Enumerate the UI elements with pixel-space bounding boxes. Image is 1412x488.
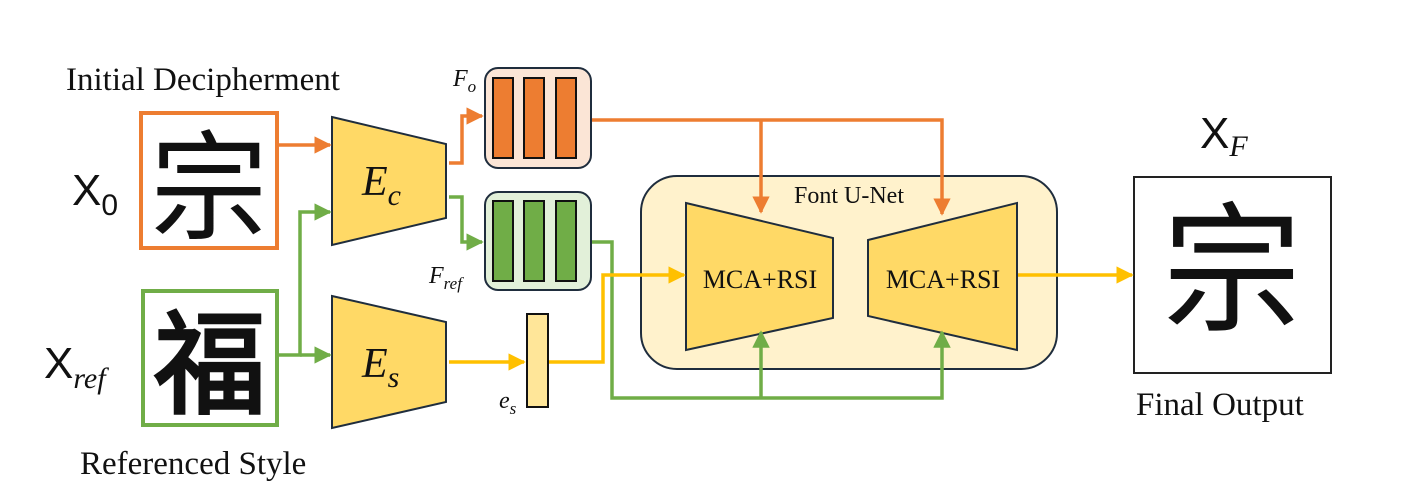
xref-sub: ref	[73, 362, 109, 395]
fo-base: F	[452, 66, 468, 92]
style-image-box	[141, 289, 279, 427]
content-encoder	[331, 115, 447, 247]
fref-sub: ref	[444, 274, 465, 293]
fref-symbol: Fref	[428, 263, 464, 293]
x0-sub: 0	[101, 189, 118, 222]
fref-channel-3	[555, 200, 577, 282]
fo-symbol: Fo	[452, 66, 476, 96]
xref-symbol: Xref	[44, 339, 109, 395]
input-image-box	[139, 111, 279, 250]
ec-base: E	[361, 159, 388, 205]
fo-channel-1	[492, 77, 514, 159]
x0-base: X	[72, 166, 101, 215]
arrow-ec-to-fo	[449, 107, 484, 165]
arrow-fo-to-up-block	[592, 118, 951, 216]
es-vector-sub: s	[510, 399, 517, 418]
initial-decipherment-label: Initial Decipherment	[66, 62, 340, 98]
output-glyph: 宗	[1162, 191, 1302, 354]
x0-symbol: X0	[72, 166, 118, 222]
fref-channel-2	[523, 200, 545, 282]
fo-channel-2	[523, 77, 545, 159]
fo-sub: o	[468, 77, 477, 96]
fref-base: F	[428, 263, 444, 289]
font-unet-label: Font U-Net	[794, 183, 904, 209]
mca-rsi-right-label: MCA+RSI	[886, 265, 1000, 294]
arrow-embedding-to-unet	[549, 266, 686, 364]
input-glyph: 宗	[150, 120, 268, 258]
xref-base: X	[44, 339, 73, 388]
es-vector-base: e	[499, 388, 510, 414]
referenced-style-label: Referenced Style	[80, 446, 306, 482]
unet-down-block	[685, 201, 834, 352]
xf-symbol: XF	[1200, 109, 1248, 163]
style-encoder	[331, 294, 447, 430]
xf-sub: F	[1228, 130, 1248, 163]
es-sub: s	[388, 361, 400, 394]
unet-up-block	[867, 201, 1018, 352]
style-glyph: 福	[153, 300, 266, 431]
es-vector-symbol: es	[499, 388, 517, 418]
fref-channel-1	[492, 200, 514, 282]
arrow-ec-to-fref	[449, 195, 484, 251]
arrow-fref-to-up-block	[592, 240, 951, 400]
fo-channel-3	[555, 77, 577, 159]
ec-symbol: Ec	[361, 159, 401, 212]
style-embedding-es	[526, 313, 549, 408]
ec-sub: c	[388, 179, 401, 212]
arrow-xref-to-ec	[278, 203, 332, 357]
final-output-label: Final Output	[1136, 387, 1304, 423]
es-symbol: Es	[361, 341, 399, 394]
mca-rsi-left-label: MCA+RSI	[703, 265, 817, 294]
es-base: E	[361, 341, 388, 387]
xf-base: X	[1200, 109, 1229, 158]
output-image-box	[1133, 176, 1332, 374]
